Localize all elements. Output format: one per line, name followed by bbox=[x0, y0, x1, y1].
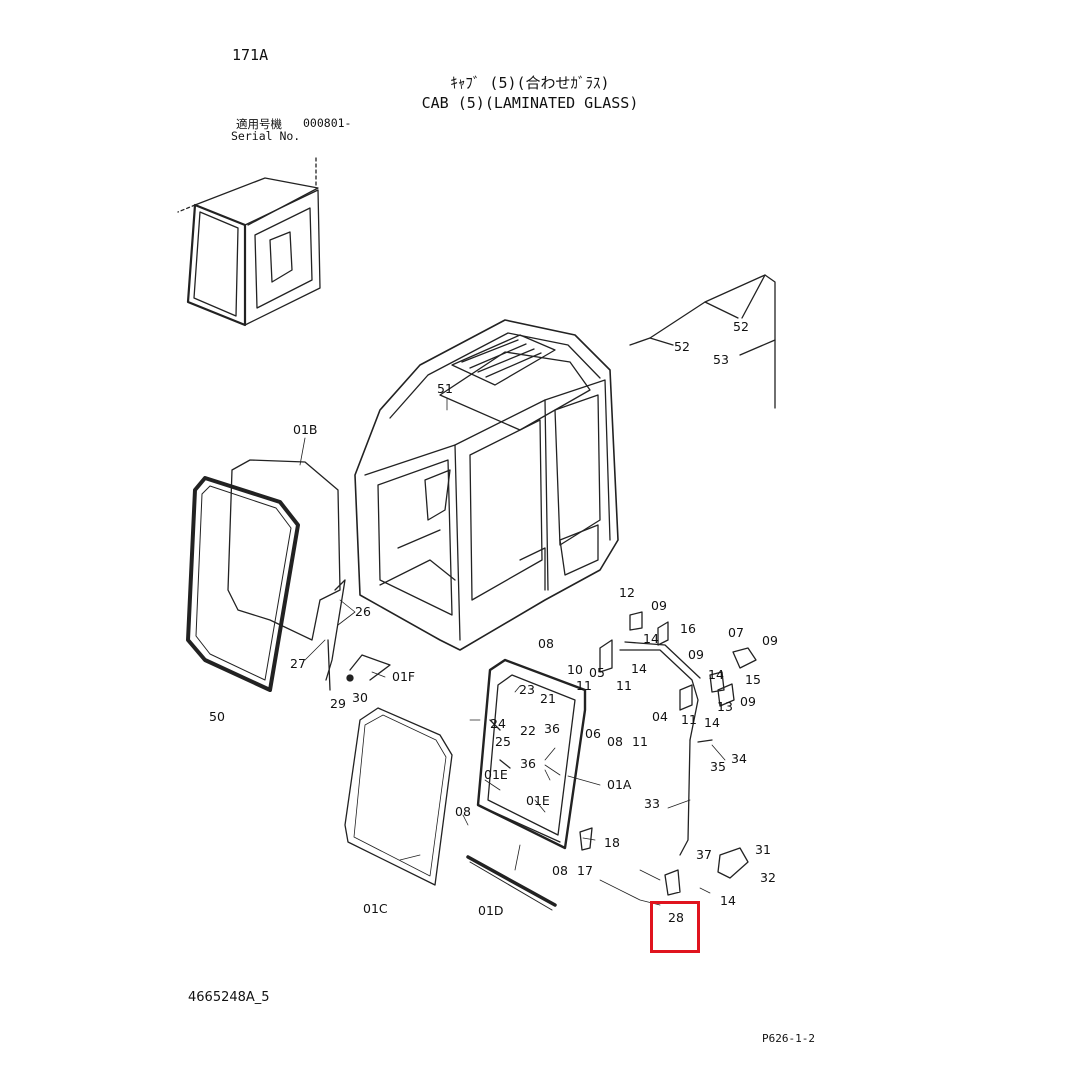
cable-assembly-52-53 bbox=[629, 274, 776, 409]
callout-11: 11 bbox=[576, 678, 592, 693]
callout-labels: 52 52 53 51 01B 26 27 01F 29 30 50 12 09… bbox=[209, 319, 778, 925]
callout-09: 09 bbox=[688, 647, 704, 662]
callout-26: 26 bbox=[355, 604, 371, 619]
callout-16: 16 bbox=[680, 621, 696, 636]
diagram-title-english: CAB (5)(LAMINATED GLASS) bbox=[421, 94, 639, 112]
callout-12: 12 bbox=[619, 585, 635, 600]
callout-08: 08 bbox=[552, 863, 568, 878]
page-code: P626-1-2 bbox=[762, 1032, 815, 1045]
diagram-title-japanese: ｷｬﾌﾞ (5)(合わせｶﾞﾗｽ) bbox=[450, 74, 610, 92]
serial-label-japanese: 適用号機 bbox=[236, 117, 282, 131]
serial-number-value: 000801- bbox=[303, 116, 352, 130]
callout-01E: 01E bbox=[484, 767, 508, 782]
serial-label-english: Serial No. bbox=[231, 129, 301, 143]
callout-32: 32 bbox=[760, 870, 776, 885]
callout-36: 36 bbox=[520, 756, 536, 771]
callout-08: 08 bbox=[607, 734, 623, 749]
callout-01B: 01B bbox=[293, 422, 317, 437]
callout-08: 08 bbox=[538, 636, 554, 651]
callout-09: 09 bbox=[740, 694, 756, 709]
callout-21: 21 bbox=[540, 691, 556, 706]
callout-29: 29 bbox=[330, 696, 346, 711]
callout-14: 14 bbox=[708, 667, 724, 682]
windshield-and-seal bbox=[186, 459, 341, 692]
callout-10: 10 bbox=[567, 662, 583, 677]
callout-07: 07 bbox=[728, 625, 744, 640]
callout-09: 09 bbox=[762, 633, 778, 648]
callout-06: 06 bbox=[585, 726, 601, 741]
callout-30: 30 bbox=[352, 690, 368, 705]
callout-14: 14 bbox=[720, 893, 736, 908]
callout-13: 13 bbox=[717, 699, 733, 714]
callout-01A: 01A bbox=[607, 777, 632, 792]
callout-27: 27 bbox=[290, 656, 306, 671]
callout-15: 15 bbox=[745, 672, 761, 687]
callout-17: 17 bbox=[577, 863, 593, 878]
callout-11: 11 bbox=[681, 712, 697, 727]
callout-14: 14 bbox=[643, 631, 659, 646]
overview-cab-thumbnail bbox=[177, 157, 321, 327]
callout-05: 05 bbox=[589, 665, 605, 680]
callout-11: 11 bbox=[616, 678, 632, 693]
callout-18: 18 bbox=[604, 835, 620, 850]
callout-35: 35 bbox=[710, 759, 726, 774]
callout-36: 36 bbox=[544, 721, 560, 736]
drawing-number: 4665248A_5 bbox=[188, 990, 270, 1005]
callout-25: 25 bbox=[495, 734, 511, 749]
callout-11: 11 bbox=[632, 734, 648, 749]
callout-01C: 01C bbox=[363, 901, 388, 916]
callout-34: 34 bbox=[731, 751, 747, 766]
callout-22: 22 bbox=[520, 723, 536, 738]
callout-23: 23 bbox=[519, 682, 535, 697]
callout-01F: 01F bbox=[392, 669, 415, 684]
callout-24: 24 bbox=[490, 716, 506, 731]
callout-37: 37 bbox=[696, 847, 712, 862]
highlight-box-part-28 bbox=[650, 901, 700, 953]
callout-28: 28 bbox=[668, 910, 684, 925]
callout-53: 53 bbox=[713, 352, 729, 367]
callout-09: 09 bbox=[651, 598, 667, 613]
callout-52: 52 bbox=[733, 319, 749, 334]
page-number: 171A bbox=[232, 46, 269, 64]
callout-50: 50 bbox=[209, 709, 225, 724]
door-rail-assembly bbox=[579, 611, 757, 896]
callout-52: 52 bbox=[674, 339, 690, 354]
pillar-parts bbox=[325, 579, 391, 691]
callout-04: 04 bbox=[652, 709, 668, 724]
lower-front-glass bbox=[344, 707, 453, 886]
callout-14: 14 bbox=[631, 661, 647, 676]
callout-51: 51 bbox=[437, 381, 453, 396]
door-frame bbox=[476, 658, 587, 850]
callout-01E: 01E bbox=[526, 793, 550, 808]
callout-33: 33 bbox=[644, 796, 660, 811]
callout-08: 08 bbox=[455, 804, 471, 819]
callout-01D: 01D bbox=[478, 903, 504, 918]
sealing-strip bbox=[466, 855, 557, 911]
callout-31: 31 bbox=[755, 842, 771, 857]
callout-14: 14 bbox=[704, 715, 720, 730]
main-cab-frame bbox=[354, 319, 619, 651]
